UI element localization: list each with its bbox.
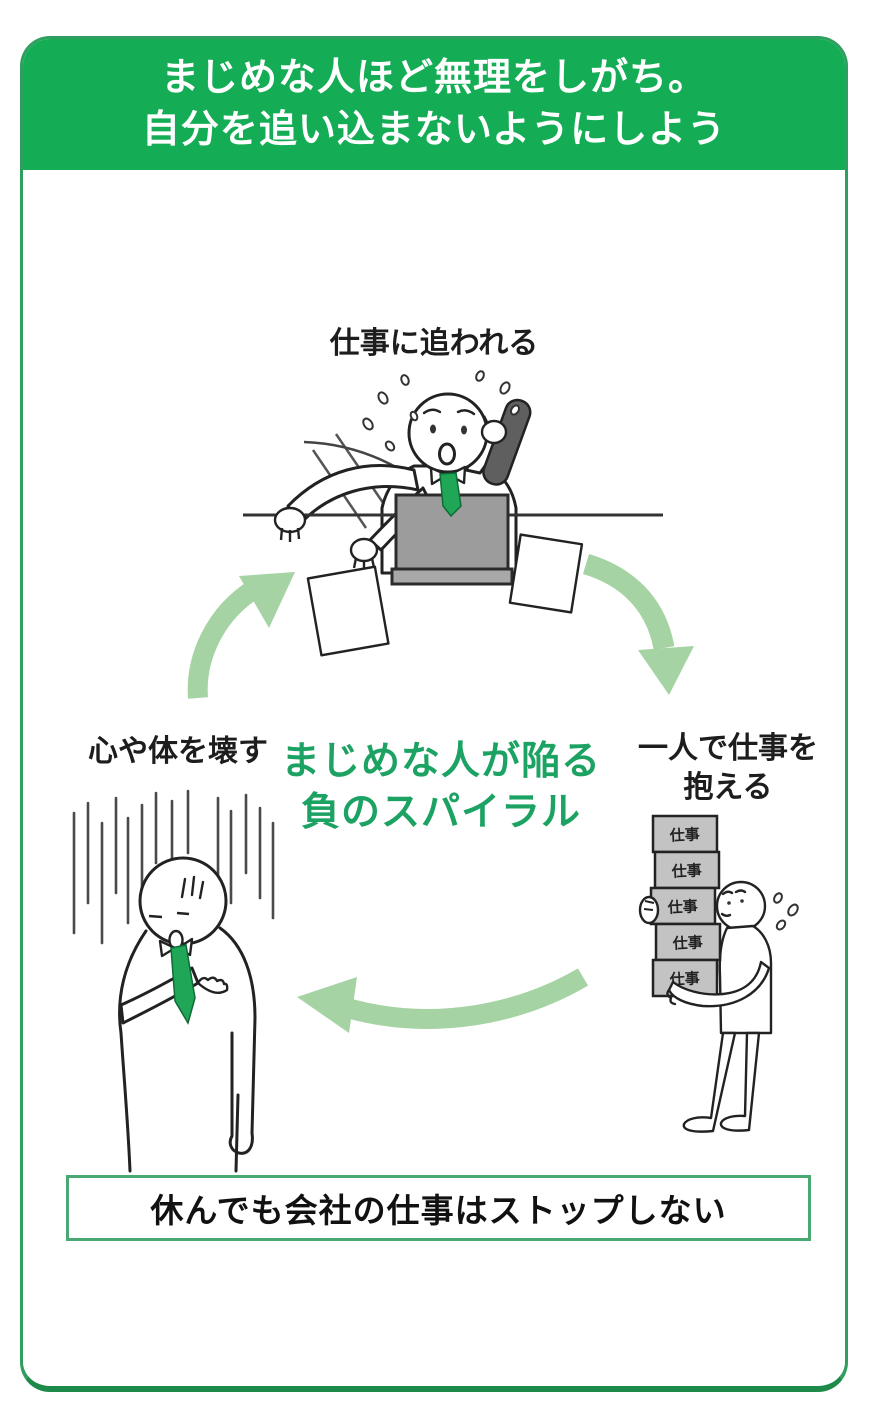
illustration-broken-down-person-icon bbox=[72, 789, 275, 1173]
header-banner: まじめな人ほど無理をしがち。 自分を追い込まないようにしよう bbox=[23, 39, 845, 170]
label-carry-work-alone: 一人で仕事を 抱える bbox=[598, 729, 845, 807]
gloom-lines-icon bbox=[72, 789, 275, 945]
work-box-label: 仕事 bbox=[668, 825, 700, 845]
label-break-mind-and-body: 心や体を壊す bbox=[88, 735, 268, 768]
header-title-line1: まじめな人ほど無理をしがち。 bbox=[160, 57, 707, 99]
bottom-note-box: 休んでも会社の仕事はストップしない bbox=[66, 1175, 811, 1241]
header-title-line2: 自分を追い込まないようにしよう bbox=[141, 109, 727, 152]
label-carry-work-alone-line1: 一人で仕事を bbox=[638, 732, 818, 765]
cycle-arrow-right-to-left-icon bbox=[297, 968, 589, 1033]
paper-icon bbox=[508, 533, 584, 614]
illustration-overworked-at-desk-icon bbox=[243, 370, 663, 657]
work-box-label: 仕事 bbox=[670, 861, 702, 881]
sweat-drops-icon bbox=[773, 892, 799, 931]
infographic-card: まじめな人ほど無理をしがち。 自分を追い込まないようにしよう 仕事に追われる bbox=[20, 36, 848, 1392]
necktie-icon bbox=[170, 944, 196, 1025]
paper-icon bbox=[306, 565, 390, 657]
center-caption: まじめな人が陥る 負のスパイラル bbox=[211, 737, 671, 838]
bottom-note-text: 休んでも会社の仕事はストップしない bbox=[150, 1192, 727, 1229]
cycle-arrow-top-to-right-icon bbox=[582, 553, 694, 695]
label-chased-by-work: 仕事に追われる bbox=[329, 327, 539, 360]
center-caption-line1: まじめな人が陥る bbox=[280, 740, 601, 783]
cycle-arrow-left-to-top-icon bbox=[187, 572, 295, 699]
sweat-drops-icon bbox=[362, 370, 521, 452]
necktie-icon bbox=[439, 472, 462, 518]
work-box-label: 仕事 bbox=[671, 933, 703, 953]
center-caption-line2: 負のスパイラル bbox=[300, 790, 581, 834]
work-box-label: 仕事 bbox=[666, 897, 698, 917]
label-carry-work-alone-line2: 抱える bbox=[683, 771, 773, 804]
stress-marks-icon bbox=[180, 875, 205, 900]
work-box-stack-icon: 仕事 仕事 仕事 仕事 仕事 bbox=[649, 814, 722, 998]
illustration-carrying-work-boxes-icon: 仕事 仕事 仕事 仕事 仕事 bbox=[638, 814, 799, 1133]
